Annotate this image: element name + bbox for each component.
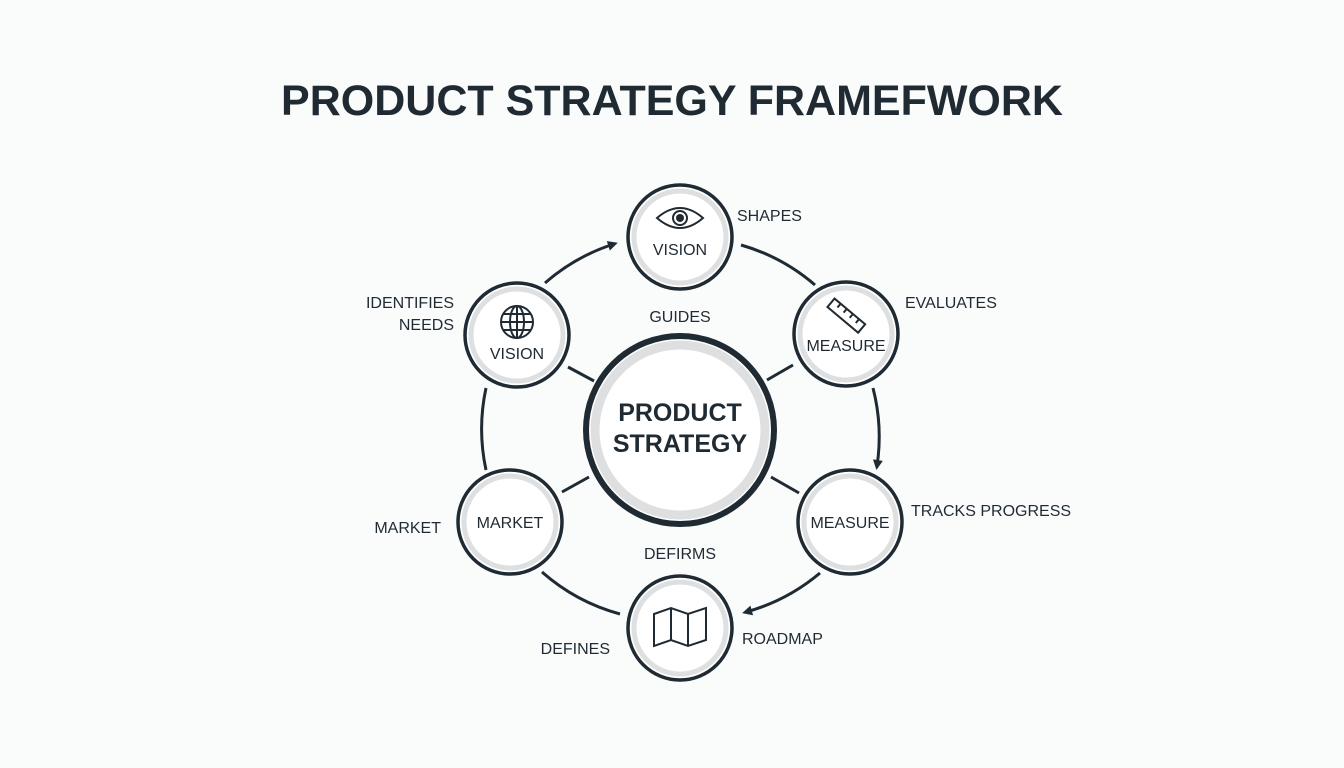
center-label-line2: STRATEGY xyxy=(613,430,748,458)
diagram-title: PRODUCT STRATEGY FRAMEFWORK xyxy=(281,77,1063,125)
label-tracks-progress: TRACKS PROGRESS xyxy=(911,503,1071,520)
connector-roadmap-market xyxy=(541,570,621,616)
connector-vision-measure xyxy=(740,243,816,287)
arrow-vision-to-vision xyxy=(544,241,618,285)
label-defines: DEFINES xyxy=(541,641,610,658)
label-defirms: DEFIRMS xyxy=(644,546,716,563)
cycle-connectors xyxy=(480,241,883,616)
globe-icon xyxy=(500,305,534,339)
label-identifies: IDENTIFIES xyxy=(366,295,454,312)
arrow-measure-to-roadmap xyxy=(742,571,821,616)
ruler-icon xyxy=(826,297,867,335)
node-measure-bottom[interactable]: MEASURE xyxy=(796,468,904,576)
label-evaluates: EVALUATES xyxy=(905,295,997,312)
map-icon xyxy=(653,606,707,648)
node-vision-left[interactable]: VISION xyxy=(463,281,571,389)
eye-icon xyxy=(655,207,705,229)
node-measure-top[interactable]: MEASURE xyxy=(792,280,900,388)
node-vision-top[interactable]: VISION xyxy=(626,183,734,291)
arrow-measure-to-measure xyxy=(871,387,883,470)
label-market: MARKET xyxy=(374,520,441,537)
node-label: VISION xyxy=(653,242,707,259)
label-shapes: SHAPES xyxy=(737,208,802,225)
label-needs: NEEDS xyxy=(399,317,454,334)
node-label: VISION xyxy=(490,346,544,363)
node-label: MEASURE xyxy=(810,515,889,532)
node-market[interactable]: MARKET xyxy=(456,468,564,576)
center-label-line1: PRODUCT xyxy=(618,399,742,427)
node-label: MEASURE xyxy=(806,338,885,355)
node-roadmap[interactable] xyxy=(626,574,734,682)
connector-market-vision xyxy=(480,387,488,471)
label-roadmap: ROADMAP xyxy=(742,631,823,648)
node-label: MARKET xyxy=(477,515,544,532)
edge-labels: SHAPES IDENTIFIES NEEDS GUIDES EVALUATES… xyxy=(366,208,1071,658)
label-guides: GUIDES xyxy=(649,309,710,326)
spokes xyxy=(561,363,800,495)
center-node[interactable]: PRODUCT STRATEGY xyxy=(583,333,777,527)
